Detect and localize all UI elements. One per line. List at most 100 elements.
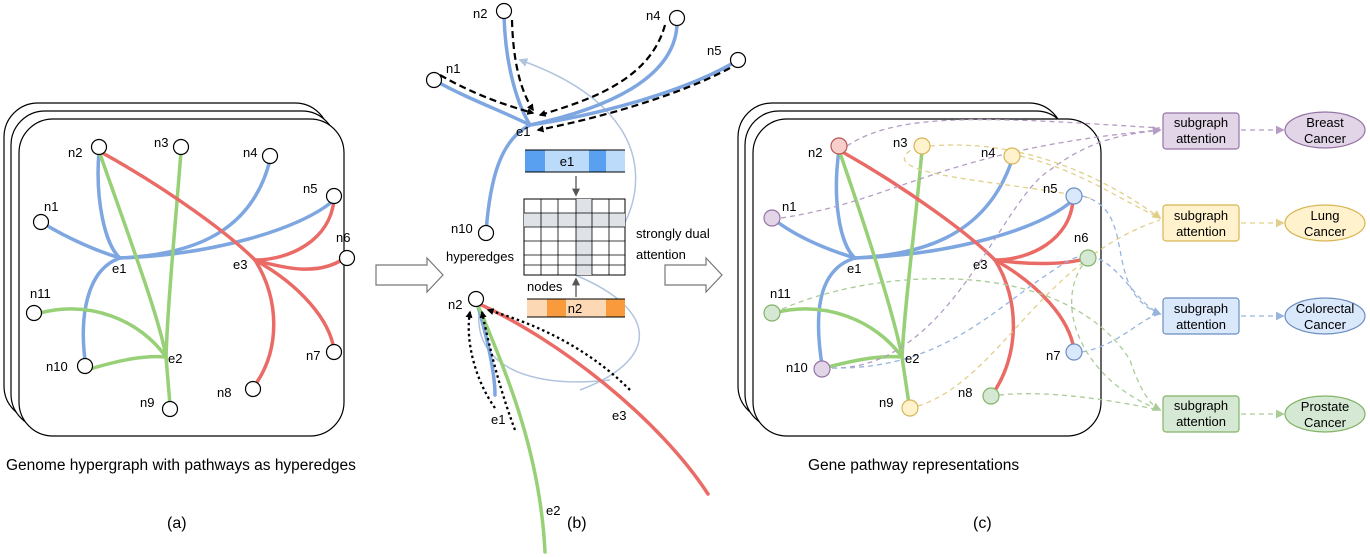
node-n2-circle <box>467 290 485 308</box>
panel-c-node-circles <box>763 137 1097 417</box>
edge-label: e3 <box>612 408 626 423</box>
node-label: n3 <box>154 135 168 150</box>
edge-label: e1 <box>112 261 126 276</box>
node-n1-circle <box>32 213 50 231</box>
edge-label: e2 <box>546 503 560 518</box>
panel-a-edge-labels: e1 e2 e3 <box>112 257 247 366</box>
node-label: n10 <box>46 359 68 374</box>
node-n5-circle <box>1065 187 1083 205</box>
cancer-label: Cancer <box>1304 317 1347 332</box>
hyperedge-e2-curves <box>772 148 924 406</box>
panel-c-edge-labels: e1 e2 e3 <box>847 257 987 366</box>
node-n2-circle <box>90 138 108 156</box>
node-n9-circle <box>901 399 919 417</box>
node-label: n2 <box>448 297 462 312</box>
cancer-label: Cancer <box>1304 415 1347 430</box>
node-embedding-vector: n2 <box>527 298 625 318</box>
node-n1-circle <box>763 209 781 227</box>
node-label: n4 <box>646 8 660 23</box>
node-label: n6 <box>336 230 350 245</box>
node-label: n5 <box>303 181 317 196</box>
panel-a: n1 n2 n3 n4 n5 n6 n7 n8 n9 n10 n11 e1 e2… <box>3 102 356 532</box>
hyperedge-e1-curves <box>770 148 1075 367</box>
node-label: n10 <box>786 360 808 375</box>
panel-c-node-labels: n1 n2 n3 n4 n5 n6 n7 n8 n9 n10 n11 <box>770 135 1088 410</box>
edge-label: e1 <box>491 412 505 427</box>
e1-message-arrows <box>439 19 731 133</box>
node-label: n8 <box>217 385 231 400</box>
node-label: n9 <box>140 395 154 410</box>
attention-box: subgraph attention <box>1162 395 1240 433</box>
node-label: n9 <box>879 395 893 410</box>
edge-embedding-vector: e1 <box>525 149 625 173</box>
node-n10-circle <box>813 360 831 378</box>
panel-a-caption: Genome hypergraph with pathways as hyper… <box>6 457 356 474</box>
cancer-node-breast: Breast Cancer <box>1284 111 1366 149</box>
node-label: n5 <box>707 43 721 58</box>
stack-card-front <box>752 118 1102 437</box>
node-label: n10 <box>451 221 473 236</box>
hyperedges-label: hyperedges <box>446 249 514 264</box>
node-n3-circle <box>172 138 190 156</box>
node-label: n1 <box>44 199 58 214</box>
cancer-node-lung: Lung Cancer <box>1284 204 1366 242</box>
node-label: n1 <box>446 61 460 76</box>
node-n8-circle <box>982 387 1000 405</box>
n2-message-arrows <box>465 308 631 431</box>
n2-star-curves <box>475 301 710 554</box>
node-label: n7 <box>1046 348 1060 363</box>
panel-b-top-labels: n1 n2 n4 n5 n10 e1 <box>446 6 721 236</box>
edge-label: e1 <box>516 124 530 139</box>
node-n3-circle <box>913 137 931 155</box>
panel-b: n1 n2 n4 n5 n10 e1 e1 <box>425 2 747 554</box>
edge-label: e2 <box>168 351 182 366</box>
node-n5-circle <box>325 187 343 205</box>
node-n7-circle <box>1065 343 1083 361</box>
panel-a-node-circles <box>25 138 356 418</box>
panel-b-bottom-labels: n2 e1 e2 e3 <box>448 297 626 518</box>
node-label: n5 <box>1043 181 1057 196</box>
attention-box: subgraph attention <box>1162 204 1240 242</box>
cancer-label: Cancer <box>1304 131 1347 146</box>
node-n8-circle <box>244 380 262 398</box>
node-label: n2 <box>473 6 487 21</box>
node-n6-circle <box>1079 249 1097 267</box>
attention-to-cancer-arrows <box>1241 125 1285 419</box>
cancer-label: Prostate <box>1301 399 1349 414</box>
attention-box-label: attention <box>1176 224 1226 239</box>
attention-box-label: attention <box>1176 131 1226 146</box>
panel-a-label: (a) <box>167 515 187 532</box>
cancer-label: Colorectal <box>1296 301 1355 316</box>
arrow-a-to-b-icon <box>375 256 444 294</box>
attention-box-label: subgraph <box>1174 208 1228 223</box>
panel-c-label: (c) <box>973 515 992 532</box>
attention-box-label: subgraph <box>1174 398 1228 413</box>
e1-star-curves <box>432 12 740 234</box>
cancer-label: Lung <box>1311 208 1340 223</box>
attention-box-label: subgraph <box>1174 301 1228 316</box>
node-label: n4 <box>243 145 257 160</box>
node-n11-circle <box>25 304 43 322</box>
node-label: n11 <box>770 286 791 301</box>
cancer-label: Cancer <box>1304 224 1347 239</box>
node-n4-circle <box>668 9 686 27</box>
attention-box: subgraph attention <box>1162 112 1240 150</box>
edge-label: e3 <box>973 257 987 272</box>
hyperedge-e2-curves <box>38 149 183 407</box>
node-label: n3 <box>893 135 907 150</box>
attention-box-label: subgraph <box>1174 115 1228 130</box>
node-label: n2 <box>808 145 822 160</box>
attention-label: strongly dual <box>636 226 710 241</box>
nodes-label: nodes <box>527 279 563 294</box>
node-n5-circle <box>729 51 747 69</box>
node-n6-circle <box>338 249 356 267</box>
node-label: n4 <box>981 145 995 160</box>
node-label: n1 <box>782 199 796 214</box>
attention-box: subgraph attention <box>1162 297 1240 335</box>
node-n1-circle <box>425 71 443 89</box>
attention-matrix <box>523 198 626 276</box>
panel-b-top-node-circles <box>425 2 747 242</box>
node-n10-circle <box>76 357 94 375</box>
node-n4-circle <box>1003 147 1021 165</box>
